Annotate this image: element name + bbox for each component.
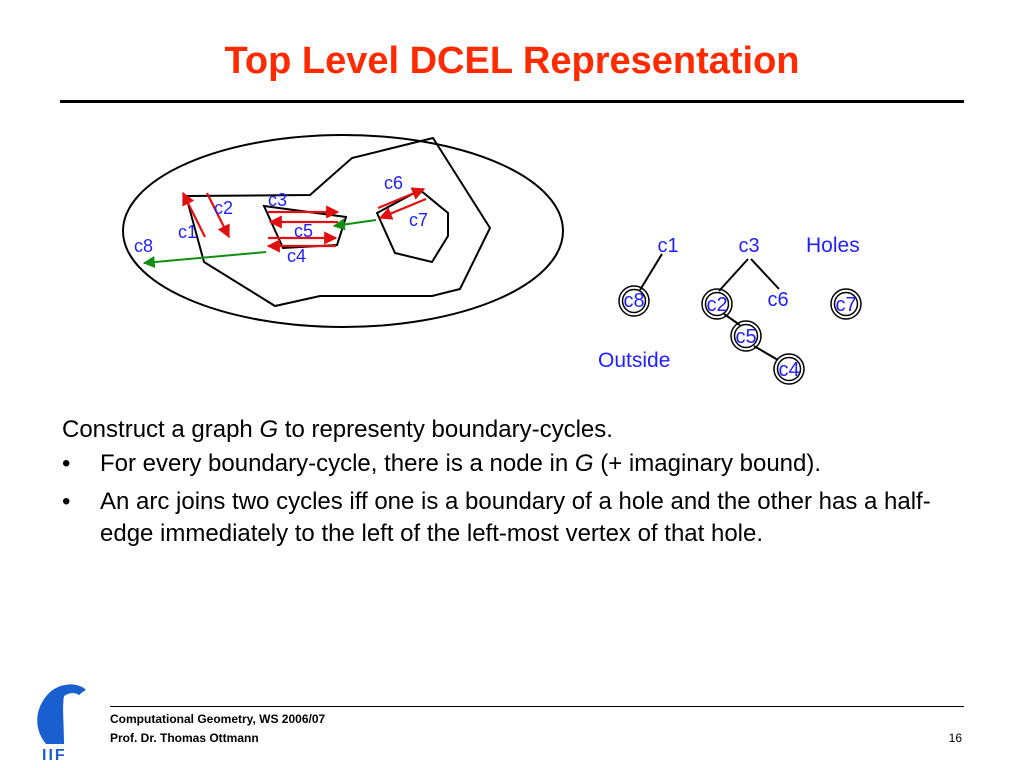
- arc-hole1-to-outer: [142, 251, 267, 269]
- cycle-label-c2: c2: [214, 198, 233, 218]
- bullet-item-1: • For every boundary-cycle, there is a n…: [62, 448, 962, 480]
- outside-label: Outside: [598, 349, 670, 372]
- footer-course: Computational Geometry, WS 2006/07: [110, 712, 326, 726]
- graph-label-c7: c7: [835, 294, 856, 316]
- cycle-label-c6: c6: [384, 173, 403, 193]
- title-divider: [60, 100, 964, 103]
- slide-body: Construct a graph G to representy bounda…: [62, 414, 962, 556]
- dcel-diagram: c1 c2 c3 c4 c5 c6 c7 c8 c1 c3 c8 c2 c6: [122, 134, 862, 385]
- graph-edge-c1-c8: [639, 253, 663, 291]
- cycle-label-c3: c3: [268, 190, 287, 210]
- graph-edge-c5-c4: [753, 345, 779, 361]
- graph-node-c7: [830, 288, 862, 320]
- footer-author: Prof. Dr. Thomas Ottmann: [110, 731, 259, 745]
- graph-label-c2: c2: [706, 294, 727, 316]
- graph-label-c6: c6: [767, 289, 788, 311]
- cycle-label-c1: c1: [178, 222, 197, 242]
- bullet-dot: •: [62, 488, 71, 515]
- holes-label: Holes: [806, 234, 860, 257]
- imaginary-bound-ellipse: [122, 134, 564, 328]
- graph-label-c5: c5: [735, 326, 756, 348]
- graph-node-c4: [773, 353, 805, 385]
- slide-title: Top Level DCEL Representation: [224, 40, 800, 82]
- graph-label-c4: c4: [778, 359, 799, 381]
- half-edges: [182, 187, 427, 253]
- cycle-label-c4: c4: [287, 246, 306, 266]
- intro-paragraph: Construct a graph G to representy bounda…: [62, 416, 613, 443]
- cycle-label-c7: c7: [409, 210, 428, 230]
- hole-polygon-1: [262, 204, 348, 250]
- graph-node-c2: [701, 288, 733, 320]
- footer-divider: [110, 706, 964, 707]
- half-edge-c7: [378, 197, 427, 220]
- graph-label-c1: c1: [657, 235, 678, 257]
- half-edge-c1: [182, 191, 206, 238]
- iif-logo: IIF: [37, 684, 86, 762]
- graph-node-c8: [618, 285, 650, 317]
- page-number: 16: [948, 731, 962, 745]
- half-edge-c2: [206, 192, 230, 239]
- graph-edge-c3-c6: [750, 258, 780, 290]
- graph-label-c3: c3: [738, 235, 759, 257]
- arc-hole2-to-hole1: [332, 218, 377, 231]
- svg-text:IIF: IIF: [42, 747, 67, 762]
- graph-edge-c3-c2: [718, 258, 749, 292]
- cycle-label-c5: c5: [294, 221, 313, 241]
- bullet-item-2: • An arc joins two cycles iff one is a b…: [62, 488, 931, 547]
- cycle-label-c8: c8: [134, 236, 153, 256]
- bullet-dot: •: [62, 450, 71, 477]
- outer-face-polygon: [184, 136, 492, 308]
- graph-node-c5: [730, 320, 762, 352]
- half-edge-c6: [377, 187, 426, 210]
- graph-label-c8: c8: [623, 290, 644, 312]
